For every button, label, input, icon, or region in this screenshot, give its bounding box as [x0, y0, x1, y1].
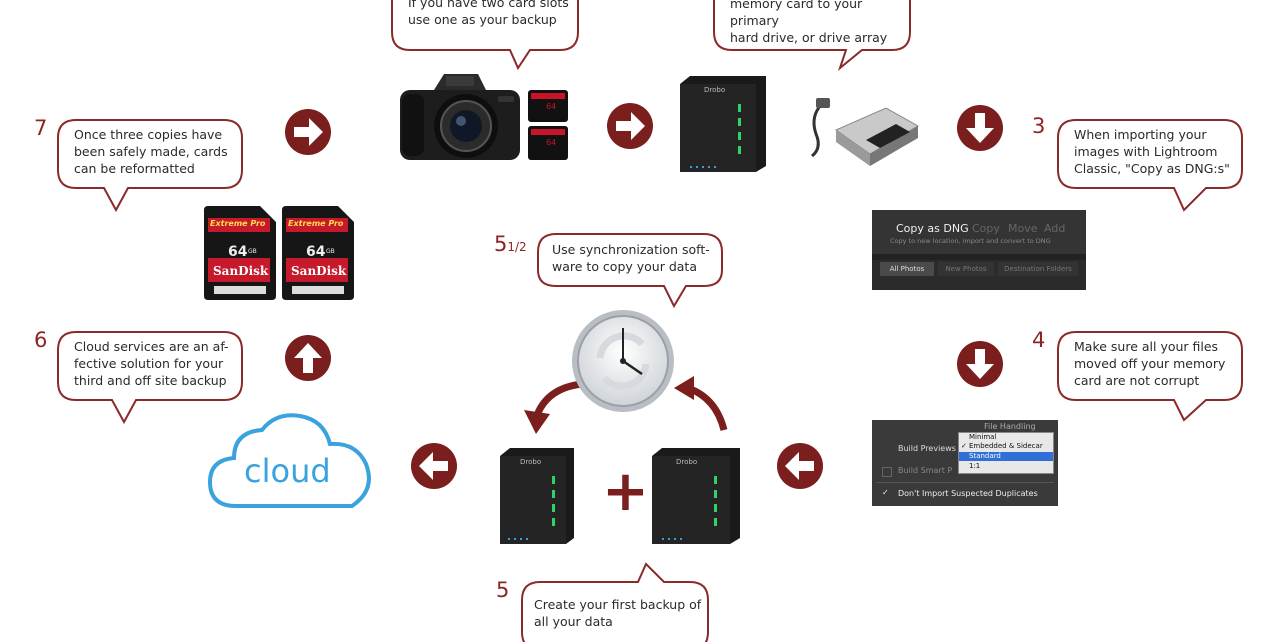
step1-text: If you have two card slots use one as yo… — [408, 0, 569, 28]
drive-brand-label: Drobo — [704, 86, 725, 94]
step5half-text: Use synchronization soft- ware to copy y… — [552, 241, 710, 275]
step5-bubble: Create your first backup of all your dat… — [520, 562, 710, 642]
sd-card-brand-top: Extreme Pro — [210, 219, 265, 228]
step4-bubble: Make sure all your files moved off your … — [1056, 330, 1246, 425]
step4-number: 4 — [1032, 328, 1045, 352]
import-mode-add[interactable]: Add — [1044, 222, 1065, 235]
drive-array-backup-2: Drobo — [648, 446, 744, 546]
step3-number: 3 — [1032, 114, 1045, 138]
file-handling-header: File Handling — [984, 422, 1036, 431]
step4-text: Make sure all your files moved off your … — [1074, 338, 1225, 389]
file-handling-panel: File Handling Build Previews Build Smart… — [872, 420, 1058, 506]
step6-number: 6 — [34, 328, 47, 352]
step7-bubble: Once three copies have been safely made,… — [56, 118, 246, 213]
arrow-left-icon — [410, 442, 458, 490]
sd-card-small-capacity: 64 — [546, 102, 556, 111]
step6-text: Cloud services are an af- fective soluti… — [74, 338, 229, 389]
drive-brand-label: Drobo — [520, 458, 541, 466]
lightroom-import-panel: Copy as DNG Copy Move Add Copy to new lo… — [872, 210, 1086, 290]
sd-card-small: 64 — [528, 90, 568, 122]
cloud-label: cloud — [244, 452, 331, 490]
sd-card-large: Extreme Pro 64 GB SanDisk — [204, 206, 276, 300]
drive-brand-label: Drobo — [676, 458, 697, 466]
step7-text: Once three copies have been safely made,… — [74, 126, 228, 177]
drive-array-backup-1: Drobo — [496, 446, 578, 546]
step2-text: Move your images from your memory card t… — [730, 0, 912, 46]
sd-card-capacity: 64 — [228, 244, 247, 260]
curved-arrow-right-icon — [670, 370, 750, 440]
tab-new-photos[interactable]: New Photos — [938, 262, 994, 276]
dropdown-option[interactable]: 1:1 — [969, 462, 980, 470]
import-mode-copy-as-dng[interactable]: Copy as DNG — [896, 222, 969, 235]
sd-card-brand: SanDisk — [213, 264, 268, 278]
plus-sign: + — [602, 462, 649, 522]
sd-card-capacity: 64 — [306, 244, 325, 260]
cloud-icon: cloud — [206, 408, 378, 512]
dont-import-duplicates-check-icon[interactable]: ✓ — [882, 488, 889, 497]
sd-card-large: Extreme Pro 64 GB SanDisk — [282, 206, 354, 300]
import-mode-copy[interactable]: Copy — [972, 222, 1000, 235]
step5-text: Create your first backup of all your dat… — [534, 596, 701, 630]
step5half-number-fraction: 1/2 — [507, 240, 526, 254]
dont-import-duplicates-label: Don't Import Suspected Duplicates — [898, 489, 1038, 498]
step3-bubble: When importing your images with Lightroo… — [1056, 118, 1246, 213]
step5-number: 5 — [496, 578, 509, 602]
step1-bubble: If you have two card slots use one as yo… — [390, 0, 580, 75]
sd-card-brand: SanDisk — [291, 264, 346, 278]
step2-bubble: Move your images from your memory card t… — [712, 0, 912, 75]
arrow-down-icon — [956, 340, 1004, 388]
arrow-right-icon — [284, 108, 332, 156]
arrow-down-icon — [956, 104, 1004, 152]
dropdown-check-icon: ✓ — [961, 442, 967, 450]
step5half-number-main: 5 — [494, 232, 507, 256]
step3-text: When importing your images with Lightroo… — [1074, 126, 1230, 177]
dropdown-option-highlighted[interactable]: Standard — [969, 452, 1001, 460]
step7-number: 7 — [34, 116, 47, 140]
sync-clock-icon — [570, 308, 676, 414]
arrow-up-icon — [284, 334, 332, 382]
import-mode-move[interactable]: Move — [1008, 222, 1038, 235]
build-smart-label: Build Smart P — [898, 466, 952, 475]
sd-card-small-capacity: 64 — [546, 138, 556, 147]
sd-card-brand-top: Extreme Pro — [288, 219, 343, 228]
step5half-bubble: Use synchronization soft- ware to copy y… — [536, 232, 726, 312]
sd-card-unit: GB — [248, 248, 257, 255]
step5half-number: 51/2 — [494, 232, 527, 256]
import-mode-subtitle: Copy to new location, import and convert… — [890, 237, 1051, 245]
tab-destination-folders[interactable]: Destination Folders — [998, 262, 1078, 276]
build-smart-checkbox[interactable] — [882, 467, 892, 477]
arrow-left-icon — [776, 442, 824, 490]
camera-icon — [394, 68, 526, 166]
previews-dropdown-menu[interactable]: Minimal ✓ Embedded & Sidecar Standard 1:… — [958, 432, 1054, 474]
dropdown-option[interactable]: Embedded & Sidecar — [969, 442, 1043, 450]
dropdown-option[interactable]: Minimal — [969, 433, 996, 441]
drive-array-primary: Drobo — [676, 74, 770, 174]
sd-card-small: 64 — [528, 126, 568, 160]
arrow-right-icon — [606, 102, 654, 150]
build-previews-label: Build Previews — [898, 444, 956, 453]
tab-all-photos[interactable]: All Photos — [880, 262, 934, 276]
card-reader-icon — [806, 94, 922, 174]
sd-card-unit: GB — [326, 248, 335, 255]
